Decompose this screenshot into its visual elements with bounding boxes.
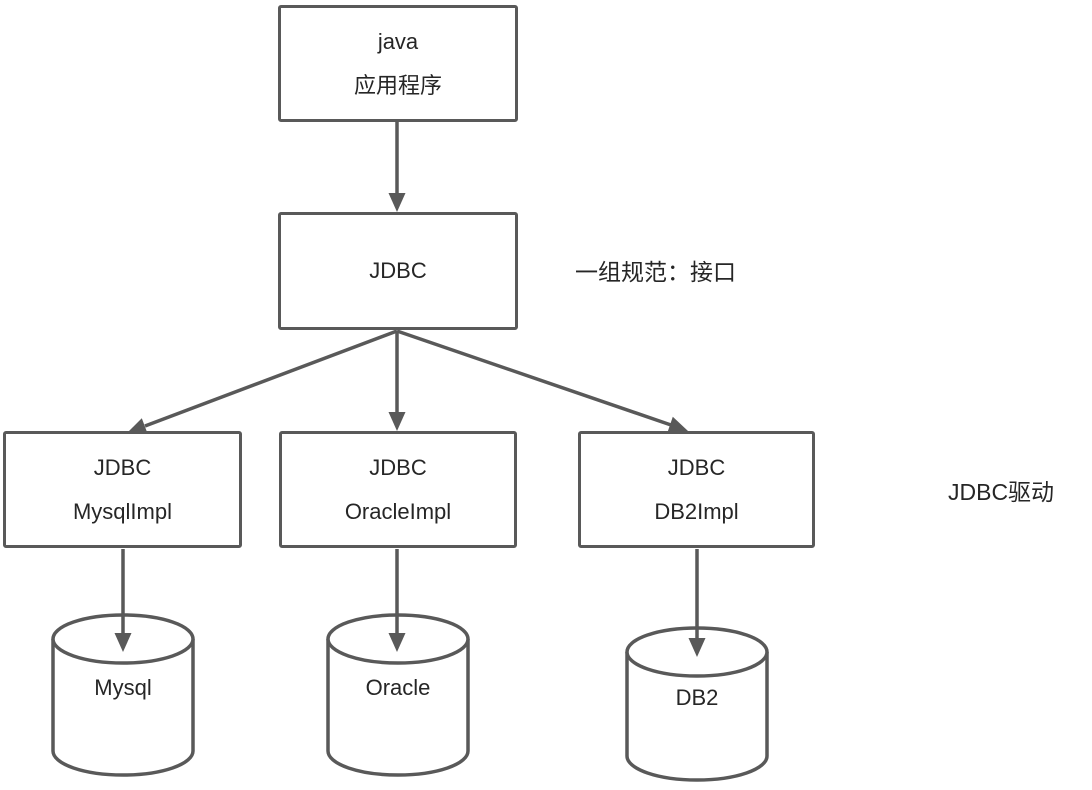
arrow-app-to-jdbc (388, 122, 406, 212)
arrow-jdbc-to-mysqlimpl (127, 329, 398, 435)
arrowhead (688, 638, 706, 657)
node-jdbc-db2impl: JDBC DB2Impl (578, 431, 815, 548)
annotation-jdbc-spec: 一组规范：接口 (575, 259, 736, 285)
arrow-jdbc-to-oracleimpl (388, 331, 406, 431)
annotation-jdbc-driver: JDBC驱动 (948, 479, 1055, 505)
node-label-line1: JDBC (667, 454, 726, 480)
arrowhead (127, 418, 148, 435)
node-label-line2: MysqlImpl (72, 498, 172, 524)
db2-database-label: DB2 (675, 685, 719, 710)
arrowhead (388, 633, 406, 652)
arrow-db2impl-to-db2 (688, 549, 706, 657)
cylinder-body (51, 639, 195, 777)
db2-database-cylinder (625, 626, 769, 782)
node-label: JDBC (369, 258, 427, 283)
node-label-line2: DB2Impl (654, 498, 739, 524)
node-label-line1: JDBC (369, 454, 427, 480)
arrowhead (667, 416, 688, 433)
node-jdbc: JDBC (278, 212, 518, 330)
arrow-oracleimpl-to-oracle (388, 549, 406, 652)
mysql-database-label: Mysql (94, 675, 152, 700)
node-label-line2: 应用程序 (353, 72, 442, 98)
node-label-line1: JDBC (93, 454, 152, 480)
oracle-database-label: Oracle (365, 675, 431, 700)
arrowhead (114, 633, 132, 652)
node-label-line1: java (377, 28, 419, 54)
cylinder-body (326, 639, 470, 777)
node-jdbc-oracleimpl: JDBC OracleImpl (279, 431, 517, 548)
arrowhead (388, 193, 406, 212)
arrowhead (388, 412, 406, 431)
arrow-jdbc-to-db2impl (396, 329, 688, 433)
node-java-application: java 应用程序 (278, 5, 518, 122)
node-jdbc-mysqlimpl: JDBC MysqlImpl (3, 431, 242, 548)
node-label-line2: OracleImpl (344, 498, 452, 524)
cylinder-body (625, 652, 769, 782)
arrow-mysqlimpl-to-mysql (114, 549, 132, 652)
